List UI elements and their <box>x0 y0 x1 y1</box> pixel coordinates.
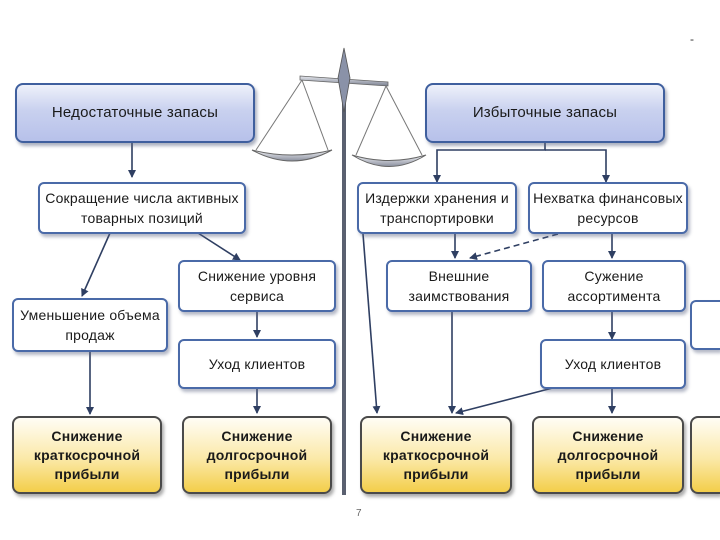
box-sales-decrease-label: Уменьшение объема продаж <box>20 307 160 343</box>
corner-mark: - <box>690 32 694 46</box>
connector <box>362 233 381 414</box>
box-external-loans: Внешние заимствования <box>386 260 532 312</box>
box-service-decline-label: Снижение уровня сервиса <box>197 268 317 304</box>
box-short-profit-left: Снижение краткосрочной прибыли <box>12 416 162 494</box>
box-reduction-positions: Сокращение числа активных товарных позиц… <box>38 182 246 234</box>
box-storage-costs-label: Издержки хранения и транспортировки <box>365 190 509 226</box>
edge-box-partial <box>690 300 720 350</box>
box-assortment-narrowing-label: Сужение ассортимента <box>567 268 661 304</box>
box-storage-costs: Издержки хранения и транспортировки <box>357 182 517 234</box>
box-clients-leave-left: Уход клиентов <box>178 339 336 389</box>
header-excess-label: Избыточные запасы <box>472 104 618 121</box>
connector <box>545 149 610 183</box>
header-insufficient-stock: Недостаточные запасы <box>15 83 255 143</box>
box-short-profit-right: Снижение краткосрочной прибыли <box>360 416 512 494</box>
header-excess-stock: Избыточные запасы <box>425 83 665 143</box>
connector <box>197 232 241 261</box>
box-reduction-positions-label: Сокращение числа активных товарных позиц… <box>45 190 239 226</box>
box-short-profit-right-label: Снижение краткосрочной прибыли <box>382 427 490 482</box>
box-clients-leave-left-label: Уход клиентов <box>208 356 306 372</box>
box-external-loans-label: Внешние заимствования <box>408 268 510 304</box>
connector <box>469 233 559 261</box>
box-clients-leave-right: Уход клиентов <box>540 339 686 389</box>
connector <box>433 143 546 183</box>
box-long-profit-right: Снижение долгосрочной прибыли <box>532 416 684 494</box>
edge-profit-partial <box>690 416 720 494</box>
box-assortment-narrowing: Сужение ассортимента <box>542 260 686 312</box>
box-sales-decrease: Уменьшение объема продаж <box>12 298 168 352</box>
balance-scale-icon <box>251 47 427 495</box>
box-lack-finance: Нехватка финансовых ресурсов <box>528 182 688 234</box>
box-clients-leave-right-label: Уход клиентов <box>564 356 662 372</box>
page-number: 7 <box>356 508 362 519</box>
box-service-decline: Снижение уровня сервиса <box>178 260 336 312</box>
header-insufficient-label: Недостаточные запасы <box>51 104 219 121</box>
box-long-profit-left-label: Снижение долгосрочной прибыли <box>206 427 308 482</box>
box-short-profit-left-label: Снижение краткосрочной прибыли <box>33 427 141 482</box>
box-long-profit-left: Снижение долгосрочной прибыли <box>182 416 332 494</box>
box-lack-finance-label: Нехватка финансовых ресурсов <box>533 190 683 226</box>
box-long-profit-right-label: Снижение долгосрочной прибыли <box>557 427 659 482</box>
connector <box>81 232 111 297</box>
